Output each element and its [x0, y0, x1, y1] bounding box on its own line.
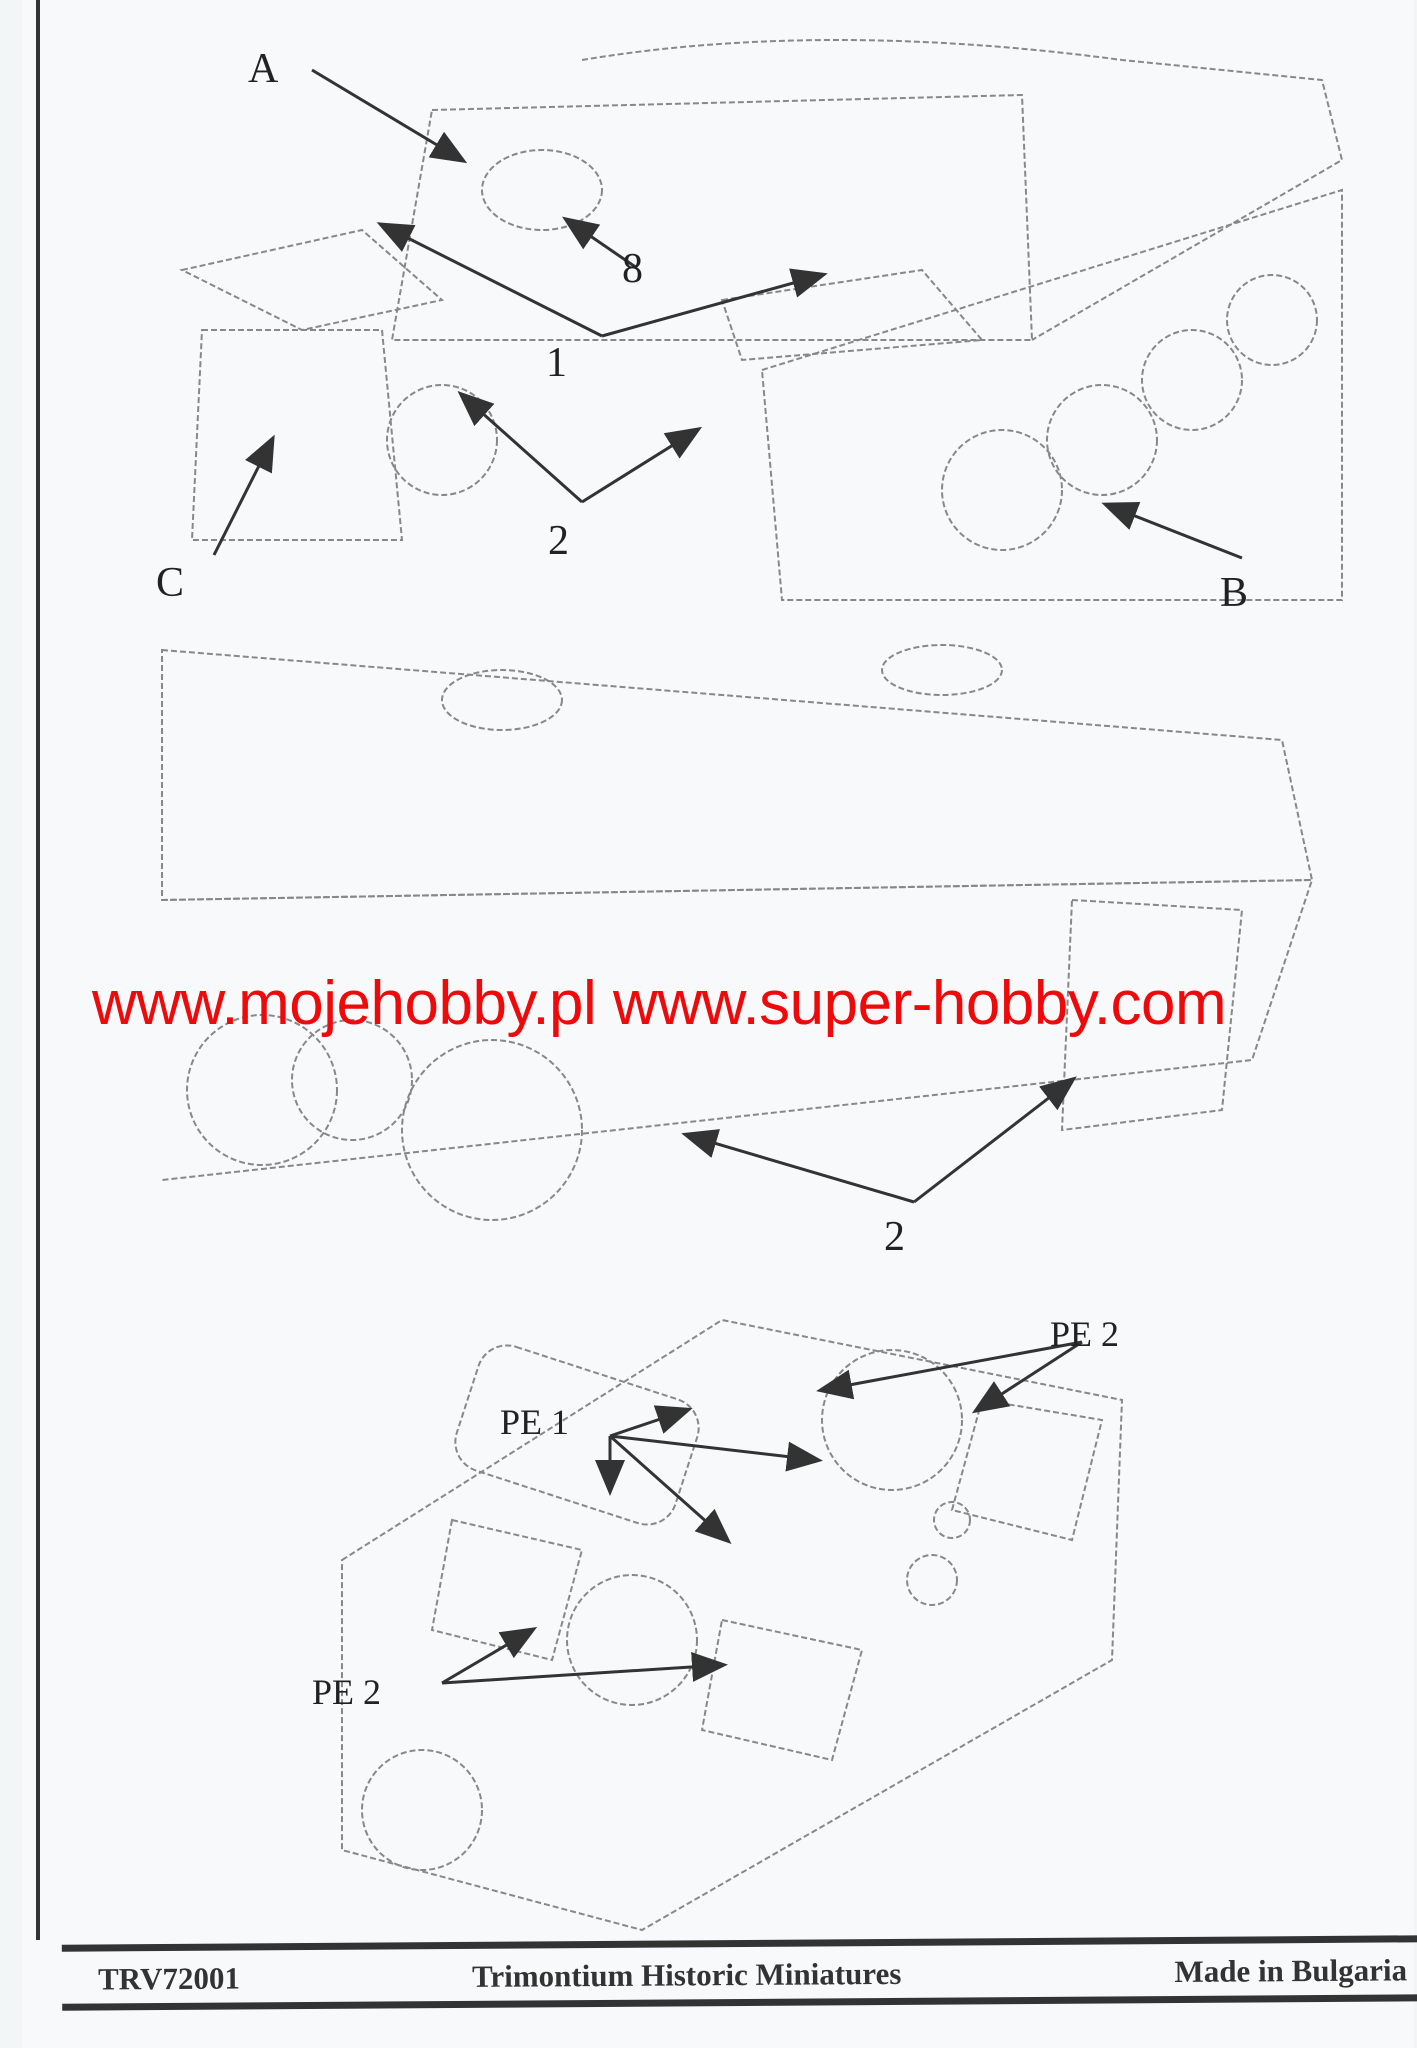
manufacturer-name: Trimontium Historic Miniatures: [471, 1955, 902, 1994]
label-part-2-rear: 2: [884, 1214, 905, 1260]
front-view-drawing: [179, 39, 1344, 601]
origin-text: Made in Bulgaria: [1174, 1952, 1408, 1989]
label-part-8: 8: [622, 246, 643, 292]
label-pe2-bottom: PE 2: [312, 1672, 382, 1712]
instruction-sheet: A 8 1 2 C B 2 PE 2 PE 1 PE 2 www.mojehob…: [22, 0, 1417, 2048]
footer-bar: TRV72001 Trimontium Historic Miniatures …: [61, 1935, 1417, 2011]
label-part-1: 1: [546, 340, 567, 386]
product-code: TRV72001: [97, 1960, 241, 1997]
label-pe1: PE 1: [500, 1402, 570, 1442]
label-part-c: C: [156, 560, 185, 606]
assembly-drawings: [161, 39, 1344, 1932]
engine-deck-drawing: [341, 1318, 1124, 1932]
label-part-b: B: [1220, 570, 1249, 616]
label-pe2-top: PE 2: [1050, 1314, 1120, 1354]
label-part-a: A: [248, 46, 279, 92]
label-part-2: 2: [548, 518, 569, 564]
rear-view-drawing: [161, 644, 1314, 1221]
watermark-text: www.mojehobby.pl www.super-hobby.com: [92, 969, 1227, 1038]
callout-arrows: [212, 68, 1243, 1685]
page-frame: [36, 0, 1417, 1940]
